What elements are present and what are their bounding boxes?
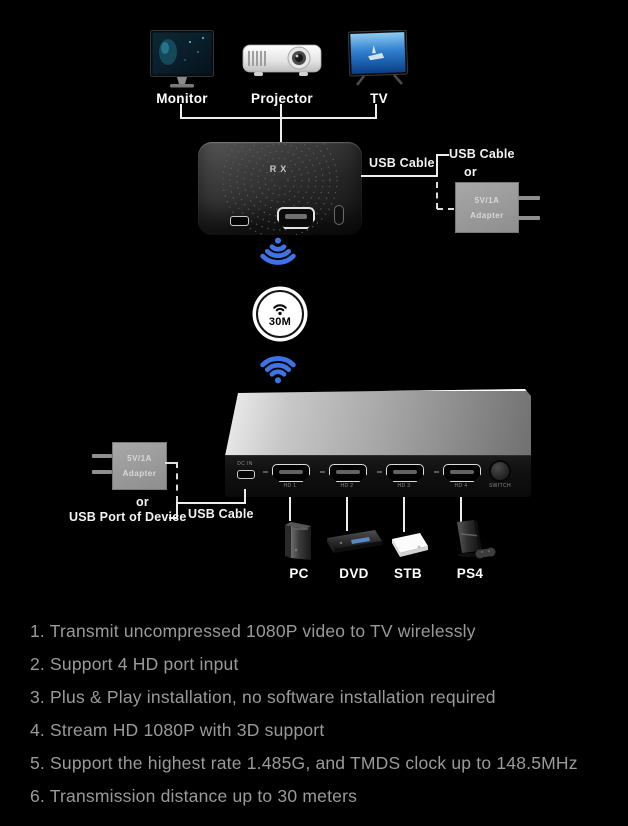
monitor-connector-line xyxy=(180,104,182,118)
left-dashed-vline xyxy=(176,462,178,502)
projector-label: Projector xyxy=(251,91,313,106)
ps4-icon xyxy=(457,520,496,559)
or-label-right: or xyxy=(464,165,477,179)
power-adapter-right: 5V/1A Adapter xyxy=(455,182,519,233)
dvd-icon xyxy=(327,530,382,553)
hdmi-port-3 xyxy=(386,464,424,482)
receiver-device: RX xyxy=(198,142,362,235)
adapter-left-line2: Adapter xyxy=(122,469,157,478)
dc-in-riser-line xyxy=(244,489,246,504)
or-label-left: or xyxy=(136,495,149,509)
hdmi-port-4-label: HD 4 xyxy=(454,483,468,489)
dc-in-label: DC IN xyxy=(237,461,253,467)
pc-label: PC xyxy=(289,566,309,581)
adapter-right-prong-bottom xyxy=(518,216,540,220)
distance-badge: 30M xyxy=(256,290,304,338)
power-adapter-left: 5V/1A Adapter xyxy=(112,442,167,490)
receiver-logo: RX xyxy=(269,164,291,174)
adapter-left-prong-top xyxy=(92,454,112,458)
transmitter-front-panel: DC IN HD 1 HD 2 HD 3 HD 4 SWITCH xyxy=(225,455,531,497)
left-solid-vline xyxy=(176,502,178,519)
pc-icon xyxy=(285,522,311,560)
ps4-label: PS4 xyxy=(456,566,484,581)
tv-connector-line xyxy=(375,104,377,118)
adapter-right-line1: 5V/1A xyxy=(474,195,500,205)
projector-connector-line xyxy=(280,104,282,118)
adapter-right-line2: Adapter xyxy=(470,210,504,220)
stb-label: STB xyxy=(394,566,422,581)
feature-item-3: 3. Plus & Play installation, no software… xyxy=(30,687,496,707)
controller xyxy=(475,547,496,559)
distance-badge-text: 30M xyxy=(268,315,292,328)
hdmi-port-2 xyxy=(329,464,367,482)
led-3 xyxy=(377,471,382,473)
switch-label: SWITCH xyxy=(488,483,512,489)
adapter-left-prong-bottom xyxy=(92,470,112,474)
led-1 xyxy=(263,471,268,473)
bracket-line xyxy=(180,117,377,119)
hdmi-port-2-label: HD 2 xyxy=(340,483,354,489)
hdmi-port-4 xyxy=(443,464,481,482)
led-4 xyxy=(434,471,439,473)
usb-port-of-device-label: USB Port of Device xyxy=(69,510,187,524)
dvd-label: DVD xyxy=(339,566,369,581)
feature-item-4: 4. Stream HD 1080P with 3D support xyxy=(30,720,325,740)
left-solid-stub xyxy=(169,517,178,519)
projector-icon xyxy=(242,44,322,76)
left-dashed-hline xyxy=(165,462,177,464)
receiver-hdmi-port xyxy=(277,207,315,229)
adapter-left-line1: 5V/1A xyxy=(127,454,152,463)
feature-item-2: 2. Support 4 HD port input xyxy=(30,654,239,674)
receiver-microusb-port xyxy=(230,216,249,226)
feature-item-6: 6. Transmission distance up to 30 meters xyxy=(30,786,358,806)
monitor-label: Monitor xyxy=(156,91,208,106)
tv-label: TV xyxy=(370,91,388,106)
stb-icon xyxy=(392,533,428,557)
wifi-down-icon xyxy=(260,237,296,265)
right-dashed-vline xyxy=(436,182,438,209)
adapter-right-prong-top xyxy=(518,196,540,200)
feature-list: 1. Transmit uncompressed 1080P video to … xyxy=(30,615,610,813)
usb-cable-label-receiver: USB Cable xyxy=(369,156,435,170)
stb-line xyxy=(403,497,405,532)
transmitter-top-face xyxy=(225,389,531,456)
right-bracket-hline xyxy=(436,154,449,156)
ps4-line xyxy=(460,497,462,522)
feature-item-1: 1. Transmit uncompressed 1080P video to … xyxy=(30,621,476,641)
right-dashed-hline xyxy=(437,208,454,210)
pc-line xyxy=(289,497,291,521)
switch-button xyxy=(491,462,509,480)
receiver-speaker-dots xyxy=(222,142,338,235)
receiver-usb-line xyxy=(361,175,438,177)
usb-cable-label-left: USB Cable xyxy=(188,507,254,521)
dvd-line xyxy=(346,497,348,531)
wifi-badge-icon xyxy=(273,303,287,315)
transmitter-device: DC IN HD 1 HD 2 HD 3 HD 4 SWITCH xyxy=(222,389,534,499)
tv-icon xyxy=(348,30,409,86)
right-bracket-vline xyxy=(436,154,438,177)
bracket-to-receiver-line xyxy=(280,117,282,143)
usb-cable-label-right: USB Cable xyxy=(449,147,515,161)
receiver-power-button xyxy=(334,205,344,225)
led-2 xyxy=(320,471,325,473)
monitor-icon xyxy=(150,30,214,88)
wifi-up-icon xyxy=(260,356,296,384)
hdmi-port-1-label: HD 1 xyxy=(283,483,297,489)
dc-in-port xyxy=(237,470,255,479)
hdmi-port-1 xyxy=(272,464,310,482)
feature-item-5: 5. Support the highest rate 1.485G, and … xyxy=(30,753,578,773)
usb-cable-hline xyxy=(176,502,246,504)
hdmi-port-3-label: HD 3 xyxy=(397,483,411,489)
